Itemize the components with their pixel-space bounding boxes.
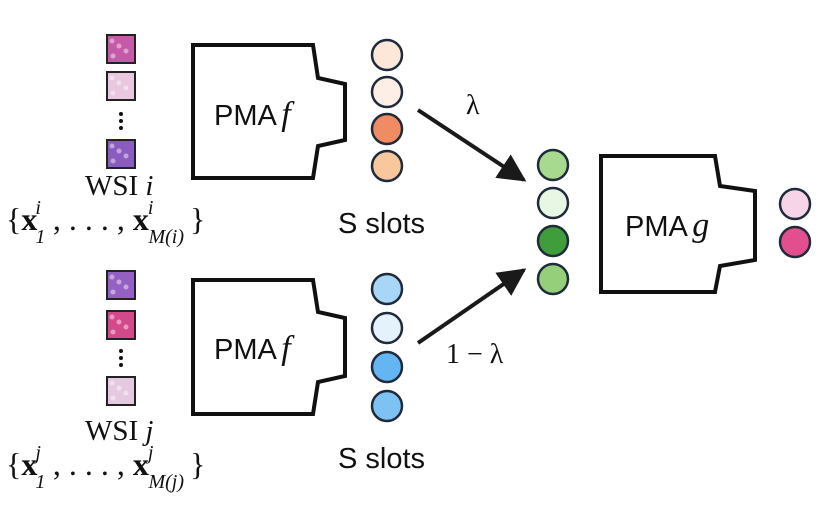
wsi-var: i (145, 170, 154, 202)
arrow-lambda (416, 108, 527, 182)
wsi-patch-thumbnail (106, 376, 136, 406)
wsi-var: j (145, 415, 154, 447)
mixed-slot-token (536, 148, 570, 182)
slot-token-j (370, 350, 404, 384)
wsi-label-j: WSI j (85, 415, 154, 447)
wsi-patch-thumbnail (106, 270, 136, 300)
slot-token-i (370, 149, 404, 183)
slot-token-j (370, 272, 404, 306)
mixed-slot-token (536, 262, 570, 296)
slots-label-bottom: S slots (338, 443, 426, 475)
pma-f-label-bottom: PMA f (214, 330, 291, 368)
slot-token-j (370, 311, 404, 345)
pma-f-label-top: PMA f (214, 96, 291, 134)
mixed-slot-token (536, 224, 570, 258)
coefficient-one-minus-lambda: 1 − λ (446, 339, 504, 370)
slot-token-j (370, 389, 404, 423)
set-notation-j: {x1j, . . . , xjM(j)} (6, 442, 206, 494)
pma-g-label: PMA g (625, 207, 709, 245)
wsi-patch-thumbnail (106, 139, 136, 169)
ellipsis-bottom (119, 349, 123, 367)
coefficient-lambda: λ (466, 90, 480, 121)
wsi-patch-thumbnail (106, 34, 136, 64)
pma-text: PMA (214, 334, 277, 366)
set-notation-i: {x1i, . . . , xiM(i)} (6, 197, 206, 249)
pma-f-box-bottom (191, 278, 347, 416)
wsi-patch-thumbnail (106, 71, 136, 101)
pma-g-box (599, 154, 757, 294)
slot-token-i (370, 112, 404, 146)
wsi-patch-thumbnail (106, 310, 136, 340)
output-token (778, 187, 812, 221)
mixed-slot-token (536, 186, 570, 220)
slots-label-top: S slots (338, 208, 426, 240)
arrow-one-minus-lambda (416, 268, 527, 345)
ellipsis-top (119, 112, 123, 130)
pma-var: g (692, 207, 710, 244)
pma-text: PMA (625, 211, 688, 243)
pma-var: f (281, 96, 291, 133)
output-token (778, 225, 812, 259)
wsi-label-i: WSI i (85, 170, 154, 202)
slot-token-i (370, 75, 404, 109)
slot-token-i (370, 38, 404, 72)
pma-f-box-top (191, 43, 347, 180)
pma-text: PMA (214, 100, 277, 132)
pma-var: f (281, 330, 291, 367)
